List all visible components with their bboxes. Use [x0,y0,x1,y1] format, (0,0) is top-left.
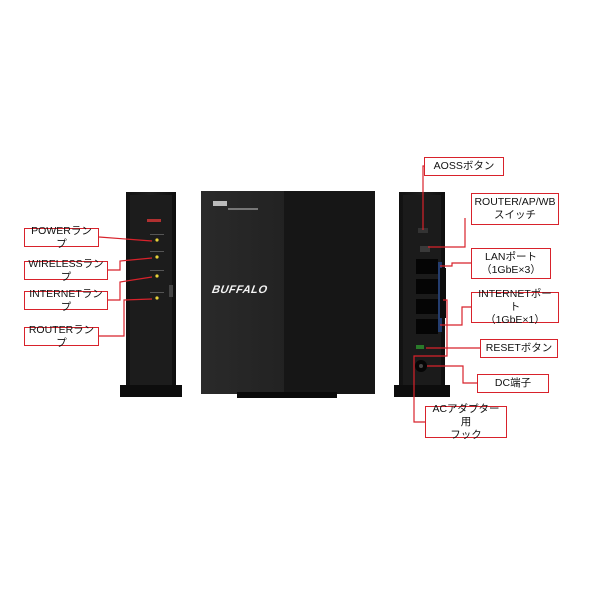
aoss-button [418,228,428,233]
router-led [155,296,159,300]
label-ac-adapter-hook: ACアダプター用 フック [425,403,507,441]
label-power-lamp: POWERランプ [24,225,99,250]
status-strip [147,219,161,222]
mode-switch [420,246,430,252]
device-left-side-view [120,192,182,397]
label-router-ap-wb-switch: ROUTER/AP/WB スイッチ [471,193,559,225]
label-dc-jack: DC端子 [477,374,549,393]
internet-led [155,274,159,278]
label-router-lamp: ROUTERランプ [24,324,99,349]
internet-port [416,319,438,334]
lan-port-1 [416,259,438,274]
label-lan-port: LANポート （1GbE×3） [471,248,551,279]
callout-lines [98,165,480,423]
power-led [155,238,159,242]
front-badge [213,201,227,206]
label-wireless-lamp: WIRELESSランプ [24,258,108,283]
label-internet-lamp: INTERNETランプ [24,288,108,313]
label-aoss-button: AOSSボタン [424,157,504,176]
device-right-side-view [394,192,450,397]
lan-port-3 [416,299,438,314]
reset-button [416,345,424,349]
wireless-led [155,255,159,259]
label-internet-port: INTERNETポート （1GbE×1） [471,288,559,326]
lan-port-2 [416,279,438,294]
label-reset-button: RESETボタン [480,339,558,358]
ac-hook [440,268,446,318]
buffalo-logo: BUFFALO [210,284,269,296]
device-front-view [201,191,375,398]
